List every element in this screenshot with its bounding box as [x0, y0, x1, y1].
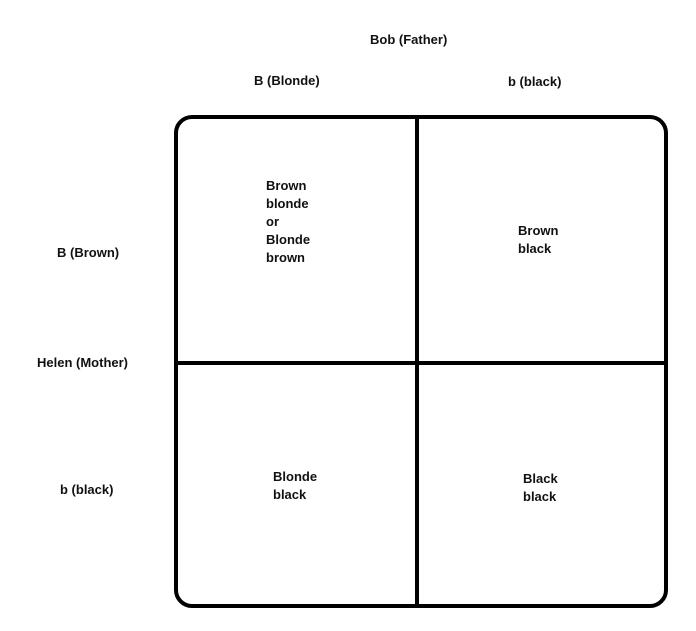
cell-bottom-right: Black black — [523, 470, 558, 506]
cell-top-right: Brown black — [518, 222, 558, 258]
cell-text-line: Blonde — [266, 232, 311, 247]
father-allele-2: b (black) — [508, 74, 562, 89]
cell-text-line: Brown — [266, 178, 307, 193]
mother-label: Helen (Mother) — [37, 355, 128, 370]
cell-text-line: Black — [523, 471, 558, 486]
cell-text-line: brown — [266, 250, 305, 265]
grid-horizontal-divider — [176, 361, 666, 365]
mother-allele-2: b (black) — [60, 482, 114, 497]
cell-connector: or — [266, 214, 279, 229]
cell-bottom-left: Blonde black — [273, 468, 317, 504]
cell-text-line: Brown — [518, 223, 559, 238]
father-label: Bob (Father) — [370, 32, 448, 47]
cell-text-line: black — [518, 241, 552, 256]
cell-text-line: black — [273, 487, 307, 502]
mother-allele-1: B (Brown) — [57, 245, 120, 260]
cell-text-line: blonde — [266, 196, 309, 211]
cell-text-line: Blonde — [273, 469, 318, 484]
cell-top-left: Brown blonde or Blonde brown — [266, 177, 310, 267]
father-allele-1: B (Blonde) — [254, 73, 320, 88]
cell-text-line: black — [523, 489, 557, 504]
